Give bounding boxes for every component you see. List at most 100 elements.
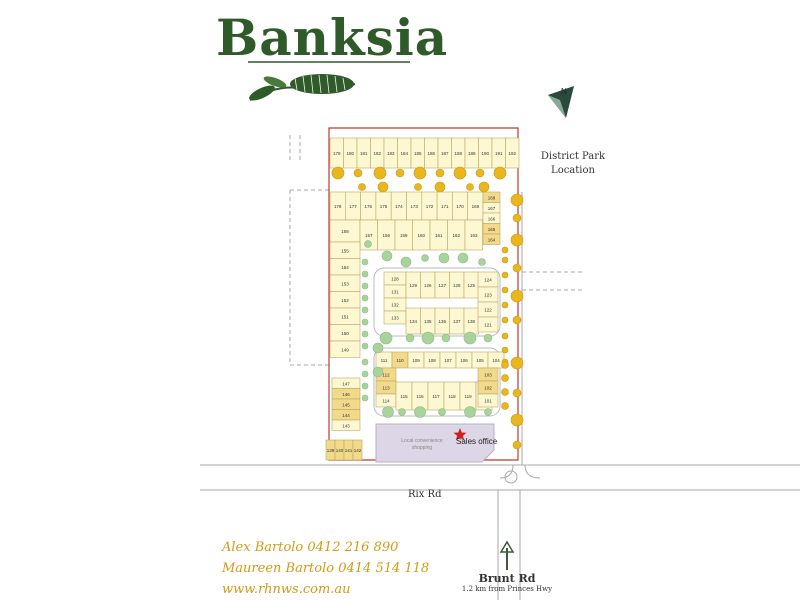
lot-label-140: 140	[336, 448, 344, 453]
lot-label-180: 180	[346, 151, 354, 156]
tree-icon	[512, 315, 522, 325]
tree-icon	[414, 183, 422, 191]
lot-label-149: 149	[341, 347, 349, 352]
tree-icon	[361, 306, 369, 314]
tree-icon	[457, 252, 469, 264]
tree-icon	[501, 346, 509, 354]
tree-icon	[361, 270, 369, 278]
lot-label-111: 111	[381, 358, 388, 363]
sales-office-label: Sales office	[456, 437, 498, 446]
lot-label-167: 167	[488, 206, 496, 211]
lot-label-187: 187	[441, 151, 449, 156]
lot-label-102: 102	[484, 386, 492, 391]
tree-icon	[361, 358, 369, 366]
tree-icon	[405, 333, 415, 343]
tree-icon	[361, 370, 369, 378]
tree-icon	[373, 166, 387, 180]
tree-icon	[372, 366, 384, 378]
tree-icon	[361, 382, 369, 390]
tree-icon	[501, 374, 509, 382]
brunt-rd-name: Brunt Rd	[478, 572, 536, 585]
tree-icon	[501, 388, 509, 396]
lot-label-166: 166	[488, 216, 496, 221]
lot-label-142: 142	[354, 448, 362, 453]
tree-icon	[361, 330, 369, 338]
tree-icon	[512, 388, 522, 398]
lot-label-164: 164	[488, 237, 496, 242]
lot-143[interactable]	[331, 419, 361, 431]
shopping-line1: Local convenience	[401, 438, 443, 444]
lot-label-119: 119	[464, 394, 472, 399]
tree-icon	[441, 333, 451, 343]
tree-icon	[361, 342, 369, 350]
lot-149[interactable]	[329, 340, 361, 358]
tree-icon	[501, 361, 509, 369]
tree-icon	[377, 181, 389, 193]
lot-163[interactable]	[464, 219, 483, 251]
lot-label-124: 124	[484, 278, 492, 283]
tree-icon	[510, 233, 524, 247]
lot-label-191: 191	[495, 151, 503, 156]
district-park-line1: District Park	[540, 151, 606, 162]
lot-label-172: 172	[426, 204, 434, 209]
brunt-rd-arrow-icon	[499, 540, 515, 570]
tree-icon	[501, 286, 509, 294]
lot-label-110: 110	[396, 358, 404, 363]
brunt-rd-distance: 1.2 km from Princes Hwy	[461, 585, 553, 593]
lot-label-160: 160	[417, 233, 425, 238]
lot-label-154: 154	[341, 265, 349, 270]
lot-label-186: 186	[427, 151, 435, 156]
lot-label-161: 161	[435, 233, 443, 238]
lot-label-192: 192	[508, 151, 516, 156]
tree-icon	[372, 342, 384, 354]
lot-label-122: 122	[484, 308, 492, 313]
tree-icon	[364, 240, 372, 248]
tree-icon	[501, 332, 509, 340]
tree-icon	[510, 356, 524, 370]
tree-icon	[361, 394, 369, 402]
shopping-line2: shopping	[411, 445, 433, 451]
tree-icon	[435, 168, 445, 178]
tree-icon	[478, 181, 490, 193]
tree-icon	[381, 250, 393, 262]
lot-label-189: 189	[468, 151, 476, 156]
lot-101[interactable]	[477, 393, 499, 408]
contact-maureen: Maureen Bartolo 0414 514 118	[222, 561, 430, 576]
lot-label-127: 127	[438, 283, 446, 288]
lot-label-168: 168	[488, 195, 496, 200]
lot-label-178: 178	[334, 204, 342, 209]
tree-icon	[463, 331, 477, 345]
lot-label-175: 175	[380, 204, 388, 209]
tree-icon	[512, 440, 522, 450]
district-park-line2: Location	[551, 165, 595, 176]
lot-label-144: 144	[342, 413, 350, 418]
north-label: N	[561, 87, 567, 96]
tree-icon	[421, 254, 429, 262]
lot-label-190: 190	[481, 151, 489, 156]
contact-website[interactable]: www.rhnws.com.au	[222, 582, 351, 597]
lot-label-147: 147	[342, 381, 350, 386]
tree-icon	[501, 246, 509, 254]
lot-label-115: 115	[400, 394, 408, 399]
lot-label-188: 188	[454, 151, 462, 156]
tree-icon	[483, 333, 493, 343]
lot-label-169: 169	[472, 204, 480, 209]
site-boundary	[328, 127, 519, 461]
shopping-label: Local convenience shopping	[380, 438, 464, 452]
tree-icon	[361, 258, 369, 266]
tree-icon	[510, 193, 524, 207]
tree-icon	[478, 258, 486, 266]
district-park-label: District Park Location	[538, 150, 608, 178]
lot-121[interactable]	[477, 316, 499, 333]
lot-label-162: 162	[452, 233, 460, 238]
tree-icon	[395, 168, 405, 178]
lot-label-177: 177	[349, 204, 357, 209]
sales-office-star-icon	[453, 428, 467, 441]
tree-icon	[361, 294, 369, 302]
lot-142[interactable]	[352, 439, 363, 461]
lot-164[interactable]	[482, 233, 501, 245]
lot-192[interactable]	[505, 137, 520, 169]
lot-label-181: 181	[360, 151, 368, 156]
tree-icon	[512, 213, 522, 223]
centre-block-outline	[373, 267, 501, 337]
